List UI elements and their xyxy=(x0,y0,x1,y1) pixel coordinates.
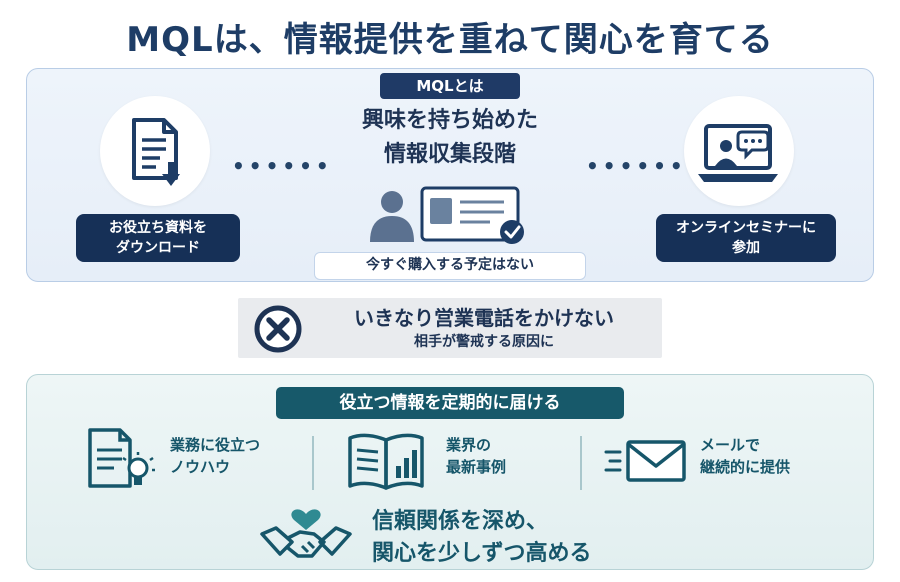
book-chart-icon xyxy=(348,433,424,490)
warning-box xyxy=(238,298,662,358)
prohibited-x-icon xyxy=(254,305,302,353)
handshake-heart-icon xyxy=(260,509,352,558)
feature-divider-2 xyxy=(580,436,582,490)
download-label: お役立ち資料を ダウンロード xyxy=(76,214,240,262)
download-label-line-2: ダウンロード xyxy=(116,240,200,256)
feature-casestudy-label: 業界の 最新事例 xyxy=(446,434,506,478)
webinar-label: オンラインセミナーに 参加 xyxy=(656,214,836,262)
connector-dots-right: •••••• xyxy=(586,154,687,178)
connector-dots-left: •••••• xyxy=(232,154,333,178)
webinar-circle xyxy=(684,96,794,206)
feature-email-line-1: メールで xyxy=(700,436,761,454)
download-label-line-1: お役立ち資料を xyxy=(109,220,207,236)
mql-stage-line-2: 情報収集段階 xyxy=(383,142,516,167)
feature-divider-1 xyxy=(312,436,314,490)
warning-sub-text: 相手が警戒する原因に xyxy=(414,334,554,350)
download-circle xyxy=(100,96,210,206)
webinar-label-line-2: 参加 xyxy=(732,240,760,256)
person-profile-card-icon xyxy=(370,186,524,244)
warning-main-text: いきなり営業電話をかけない xyxy=(354,306,614,330)
feature-knowhow-line-2: ノウハウ xyxy=(170,458,231,476)
conclusion-line-2: 関心を少しずつ高める xyxy=(372,541,592,566)
feature-email-label: メールで 継続的に提供 xyxy=(700,434,790,478)
feature-knowhow-label: 業務に役立つ ノウハウ xyxy=(170,434,260,478)
mql-definition-tag: MQLとは xyxy=(380,73,520,99)
mql-stage-line-1: 興味を持ち始めた xyxy=(361,108,538,133)
feature-knowhow-line-1: 業務に役立つ xyxy=(170,436,261,454)
email-envelope-icon xyxy=(604,440,686,482)
no-purchase-note: 今すぐ購入する予定はない xyxy=(314,252,586,280)
webinar-label-line-1: オンラインセミナーに xyxy=(676,220,816,236)
conclusion-line-1: 信頼関係を深め、 xyxy=(372,509,549,534)
webinar-laptop-icon xyxy=(698,124,778,182)
nurture-tag: 役立つ情報を定期的に届ける xyxy=(276,387,624,419)
mql-stage-description: 興味を持ち始めた 情報収集段階 xyxy=(300,104,600,172)
document-lightbulb-icon xyxy=(88,428,155,488)
feature-email-line-2: 継続的に提供 xyxy=(700,458,791,476)
conclusion-text: 信頼関係を深め、 関心を少しずつ高める xyxy=(372,506,652,570)
feature-casestudy-line-2: 最新事例 xyxy=(446,458,507,476)
feature-casestudy-line-1: 業界の xyxy=(446,436,492,454)
page-title: MQLは、情報提供を重ねて関心を育てる xyxy=(126,20,774,60)
document-download-icon xyxy=(132,118,180,186)
